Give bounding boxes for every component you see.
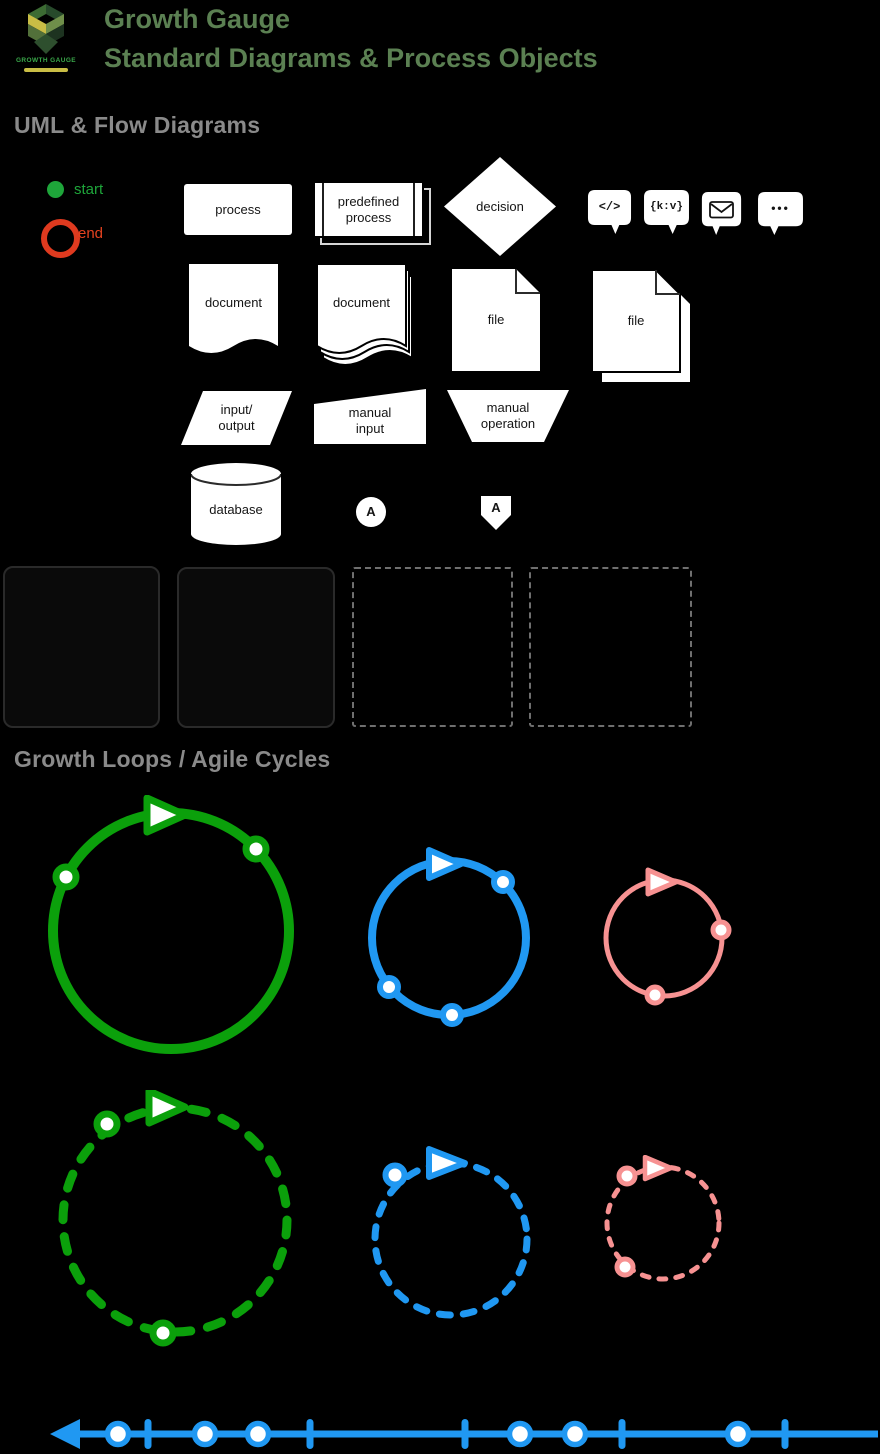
loop-node — [616, 1165, 638, 1187]
timeline-node — [104, 1420, 132, 1448]
timeline-node — [506, 1420, 534, 1448]
loop-dashed-large-green — [58, 1090, 292, 1347]
stencil-keyvalue-chip: {k:v} — [643, 189, 690, 235]
play-icon — [426, 1146, 468, 1180]
loop-node — [52, 863, 80, 891]
play-icon — [426, 847, 464, 881]
play-icon — [145, 1090, 189, 1127]
logo-facet — [34, 34, 58, 54]
stencil-document-multi: document — [317, 264, 415, 374]
loop-node — [491, 870, 515, 894]
loop-node — [644, 984, 666, 1006]
timeline-node — [191, 1420, 219, 1448]
timeline — [50, 1419, 878, 1449]
uml-section-heading: UML & Flow Diagrams — [14, 112, 261, 138]
loop-solid-small-pink — [603, 867, 732, 1006]
document-shape — [189, 264, 278, 353]
stencil-manual-input: manual input — [314, 389, 426, 444]
manual-operation-shape — [447, 390, 569, 442]
loop-node — [710, 919, 732, 941]
loop-node — [242, 835, 270, 863]
logo-facet — [46, 14, 64, 34]
loop-circle — [58, 1103, 292, 1337]
stencil-decision: decision — [444, 157, 556, 256]
stencil-document: document — [189, 264, 278, 361]
loop-node — [377, 975, 401, 999]
growth-gauge-logo-icon — [28, 4, 64, 54]
mail-icon — [709, 201, 734, 219]
start-dot-icon — [47, 181, 64, 198]
loop-node — [149, 1319, 177, 1347]
timeline-arrow-left-icon — [50, 1419, 80, 1449]
comment-chip-shape — [758, 191, 803, 236]
loop-solid-medium-blue — [368, 847, 530, 1027]
play-icon — [642, 1155, 674, 1182]
loop-solid-large-green — [48, 795, 294, 1054]
timeline-node — [244, 1420, 272, 1448]
loops-section-heading: Growth Loops / Agile Cycles — [14, 746, 331, 772]
predefined-left-bar — [322, 183, 324, 236]
stencil-offpage-connector: A — [481, 496, 511, 531]
timeline-tick — [306, 1419, 314, 1449]
file-shape — [452, 269, 540, 371]
container-solid-1 — [3, 566, 160, 728]
timeline-node — [724, 1420, 752, 1448]
decision-shape — [444, 157, 556, 256]
container-dashed-2 — [529, 567, 692, 727]
stencil-predefined-process: predefined process — [315, 183, 431, 245]
keyvalue-chip-shape — [644, 190, 689, 234]
stencil-comment-chip: ••• — [757, 191, 804, 236]
loop-node — [440, 1003, 464, 1027]
code-chip-shape — [587, 190, 632, 234]
timeline-tick — [781, 1419, 789, 1449]
predefined-process-shape — [315, 183, 422, 236]
predefined-right-bar — [413, 183, 415, 236]
stencil-manual-operation: manual operation — [447, 390, 569, 442]
start-label: start — [74, 181, 104, 198]
play-icon — [143, 795, 189, 836]
loop-circle — [603, 877, 725, 999]
logo-caption: GROWTH GAUGE — [15, 57, 77, 64]
database-shape — [191, 463, 281, 545]
container-dashed-1 — [352, 567, 513, 727]
stencil-database: database — [191, 463, 281, 545]
input-output-shape — [181, 391, 292, 445]
document-multi-shape — [317, 264, 413, 366]
offpage-connector-shape — [481, 496, 511, 530]
loop-dashed-medium-blue — [371, 1146, 531, 1319]
page-title-line1: Growth Gauge — [104, 4, 291, 34]
timeline-tick — [618, 1419, 626, 1449]
timeline-node — [561, 1420, 589, 1448]
loop-node — [614, 1256, 636, 1278]
page-title: Growth Gauge Standard Diagrams & Process… — [104, 0, 598, 78]
stencil-file: file — [452, 269, 540, 371]
onpage-connector-shape — [356, 497, 386, 527]
loop-node — [382, 1162, 408, 1188]
stencil-input-output: input/ output — [181, 391, 292, 445]
play-icon — [645, 867, 679, 897]
end-label: end — [78, 225, 104, 242]
stencil-onpage-connector: A — [356, 497, 386, 527]
container-solid-2 — [177, 567, 335, 728]
stencil-process: process — [184, 184, 292, 235]
stencil-file-multi: file — [592, 270, 690, 382]
stencil-mail-chip — [701, 191, 742, 236]
end-ring-icon — [41, 219, 80, 258]
logo-facet — [28, 14, 46, 34]
logo-subcaption-bar — [24, 68, 68, 72]
stencil-code-chip: </> — [587, 189, 632, 235]
file-multi-shape — [592, 270, 690, 382]
loop-dashed-small-pink — [604, 1155, 722, 1282]
manual-input-shape — [314, 389, 426, 444]
timeline-tick — [144, 1419, 152, 1449]
loop-node — [93, 1110, 121, 1138]
page-title-line2: Standard Diagrams & Process Objects — [104, 43, 598, 73]
timeline-tick — [461, 1419, 469, 1449]
process-shape — [184, 184, 292, 235]
